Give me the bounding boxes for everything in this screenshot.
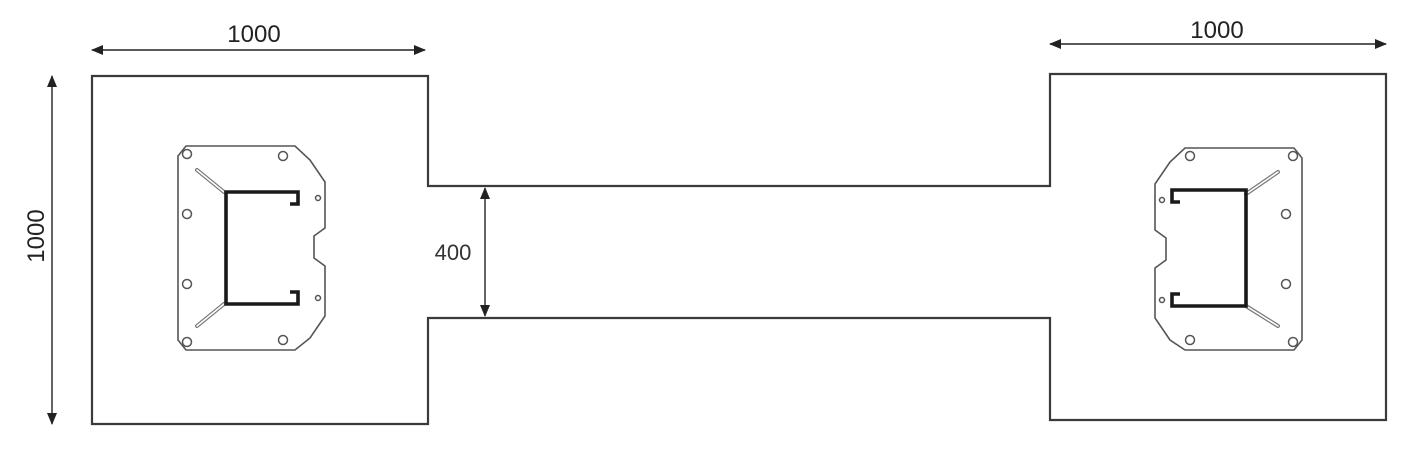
bolt-hole [181, 208, 193, 220]
bolt-hole [1158, 196, 1166, 204]
bolt-hole [1287, 150, 1299, 162]
bolt-hole [314, 294, 322, 302]
bolt-hole [1280, 278, 1292, 290]
bolt-hole [1184, 334, 1196, 346]
dimension-label-left-height: 1000 [23, 209, 50, 262]
dimension-top-right-width: 1000 [1049, 17, 1387, 49]
dimension-label-top-right: 1000 [1190, 17, 1243, 44]
left-column-base-plate [177, 145, 326, 351]
dimension-neck-height: 400 [435, 187, 490, 317]
right-column-base-plate [1154, 147, 1303, 351]
bolt-hole [181, 336, 193, 348]
right-base-plate [1154, 147, 1303, 351]
bolt-hole [1280, 208, 1292, 220]
bolt-hole [314, 194, 322, 202]
dimension-top-left-width: 1000 [91, 21, 426, 55]
footing-outline [90, 72, 1388, 426]
bolt-hole [181, 148, 193, 160]
left-braces [195, 168, 226, 328]
right-c-channel-section [1170, 188, 1248, 308]
dimension-left-height: 1000 [23, 75, 57, 425]
bolt-hole [1287, 336, 1299, 348]
bolt-hole [277, 334, 289, 346]
bolt-hole [1158, 296, 1166, 304]
right-plate-holes [1158, 150, 1299, 348]
dimension-label-top-left: 1000 [227, 21, 280, 48]
bolt-hole [277, 150, 289, 162]
left-plate-holes [181, 148, 322, 348]
right-braces [1244, 170, 1280, 328]
bolt-hole [181, 278, 193, 290]
dimension-label-neck-height: 400 [435, 240, 472, 265]
left-c-channel-section [224, 190, 300, 306]
left-base-plate [177, 145, 326, 351]
bolt-hole [1184, 150, 1196, 162]
